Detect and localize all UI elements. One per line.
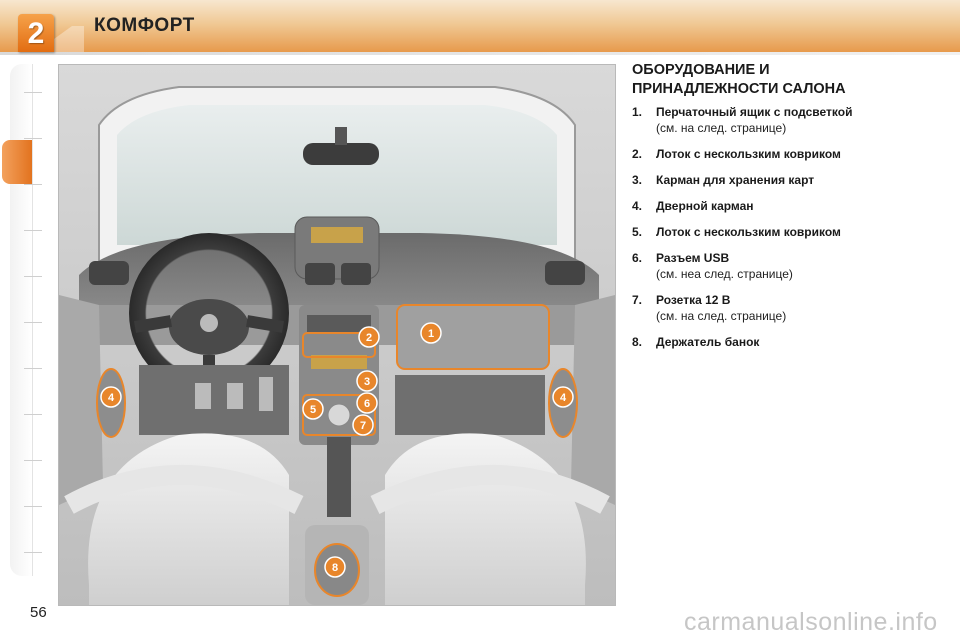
gear-lever-boot — [327, 437, 351, 517]
passenger-footwell — [395, 375, 545, 435]
tab-divider — [24, 138, 42, 139]
item-title: Дверной карман — [656, 199, 754, 213]
glovebox-outline — [396, 304, 550, 370]
item-number: 8. — [632, 335, 643, 349]
tab-divider — [24, 92, 42, 93]
item-number: 2. — [632, 147, 643, 161]
callout-2: 2 — [358, 326, 380, 348]
chapter-number-badge: 2 — [18, 14, 54, 52]
tab-divider — [24, 460, 42, 461]
item-note: (см. неа след. странице) — [656, 267, 793, 281]
item-note: (см. на след. странице) — [656, 309, 787, 323]
left-vent — [89, 261, 129, 285]
header-divider — [0, 52, 960, 55]
tab-divider — [24, 506, 42, 507]
svg-text:5: 5 — [310, 404, 316, 416]
callout-4-left: 4 — [100, 386, 122, 408]
tab-divider — [24, 184, 42, 185]
item-number: 4. — [632, 199, 643, 213]
brand-emblem — [200, 314, 218, 332]
section-heading-line1: ОБОРУДОВАНИЕ И — [632, 62, 770, 78]
brake-pedal — [227, 383, 243, 409]
list-item: 8. Держатель банок — [632, 334, 952, 350]
item-number: 5. — [632, 225, 643, 239]
chapter-title: КОМФОРТ — [94, 15, 195, 36]
equipment-list: 1. Перчаточный ящик с подсветкой (см. на… — [632, 104, 952, 360]
interior-illustration: 1 2 3 4 4 5 6 7 — [58, 64, 616, 606]
callout-1: 1 — [420, 322, 442, 344]
radio-unit — [307, 315, 371, 333]
tab-divider — [24, 552, 42, 553]
windshield-glass — [117, 105, 557, 245]
center-vent-left — [305, 263, 335, 285]
callout-4-right: 4 — [552, 386, 574, 408]
mirror-stem — [335, 127, 347, 145]
chapter-header-band — [0, 0, 960, 52]
item-number: 1. — [632, 105, 643, 119]
right-door-panel — [571, 295, 615, 505]
tab-divider — [24, 368, 42, 369]
section-heading: ОБОРУДОВАНИЕ И ПРИНАДЛЕЖНОСТИ САЛОНА — [632, 61, 932, 99]
watermark: carmanualsonline.info — [684, 608, 938, 636]
item-title: Держатель банок — [656, 335, 760, 349]
passenger-rollbar — [370, 465, 610, 514]
list-item: 5. Лоток с нескользким ковриком — [632, 224, 952, 240]
climate-display — [311, 355, 367, 369]
chapter-tab-strip — [10, 64, 42, 576]
tab-divider — [24, 230, 42, 231]
callout-7: 7 — [352, 414, 374, 436]
tab-divider — [24, 276, 42, 277]
item-number: 7. — [632, 293, 643, 307]
callout-5: 5 — [302, 398, 324, 420]
svg-text:4: 4 — [108, 392, 115, 404]
svg-text:7: 7 — [360, 420, 366, 432]
left-door-panel — [59, 295, 103, 505]
driver-rollbar — [64, 465, 304, 514]
svg-text:3: 3 — [364, 376, 370, 388]
item-title: Перчаточный ящик с подсветкой — [656, 105, 853, 119]
item-note: (см. на след. странице) — [656, 121, 787, 135]
car-interior-drawing: 1 2 3 4 4 5 6 7 — [59, 65, 615, 605]
svg-text:6: 6 — [364, 398, 370, 410]
center-vent-right — [341, 263, 371, 285]
tab-divider — [24, 322, 42, 323]
active-chapter-tab[interactable] — [2, 140, 32, 184]
item-title: Лоток с нескользким ковриком — [656, 225, 841, 239]
item-title: Карман для хранения карт — [656, 173, 815, 187]
chapter-number: 2 — [27, 17, 45, 50]
rear-view-mirror — [303, 143, 379, 165]
svg-text:4: 4 — [560, 392, 567, 404]
page-number: 56 — [30, 604, 47, 621]
section-heading-line2: ПРИНАДЛЕЖНОСТИ САЛОНА — [632, 81, 846, 97]
list-item: 1. Перчаточный ящик с подсветкой (см. на… — [632, 104, 952, 136]
callout-8: 8 — [324, 556, 346, 578]
accelerator-pedal — [259, 377, 273, 411]
list-item: 2. Лоток с нескользким ковриком — [632, 146, 952, 162]
svg-text:2: 2 — [366, 332, 372, 344]
svg-text:8: 8 — [332, 562, 338, 574]
item-title: Розетка 12 В — [656, 293, 731, 307]
list-item: 3. Карман для хранения карт — [632, 172, 952, 188]
item-number: 3. — [632, 173, 643, 187]
item-title: Лоток с нескользким ковриком — [656, 147, 841, 161]
list-item: 7. Розетка 12 В (см. на след. странице) — [632, 292, 952, 324]
center-display — [311, 227, 363, 243]
item-number: 6. — [632, 251, 643, 265]
lower-console-outline — [302, 394, 376, 436]
callout-3: 3 — [356, 370, 378, 392]
gear-knob — [327, 403, 351, 427]
tab-divider — [24, 414, 42, 415]
clutch-pedal — [195, 383, 211, 409]
list-item: 6. Разъем USB (см. неа след. странице) — [632, 250, 952, 282]
item-title: Разъем USB — [656, 251, 730, 265]
list-item: 4. Дверной карман — [632, 198, 952, 214]
svg-text:1: 1 — [428, 328, 434, 340]
callout-6: 6 — [356, 392, 378, 414]
right-vent — [545, 261, 585, 285]
